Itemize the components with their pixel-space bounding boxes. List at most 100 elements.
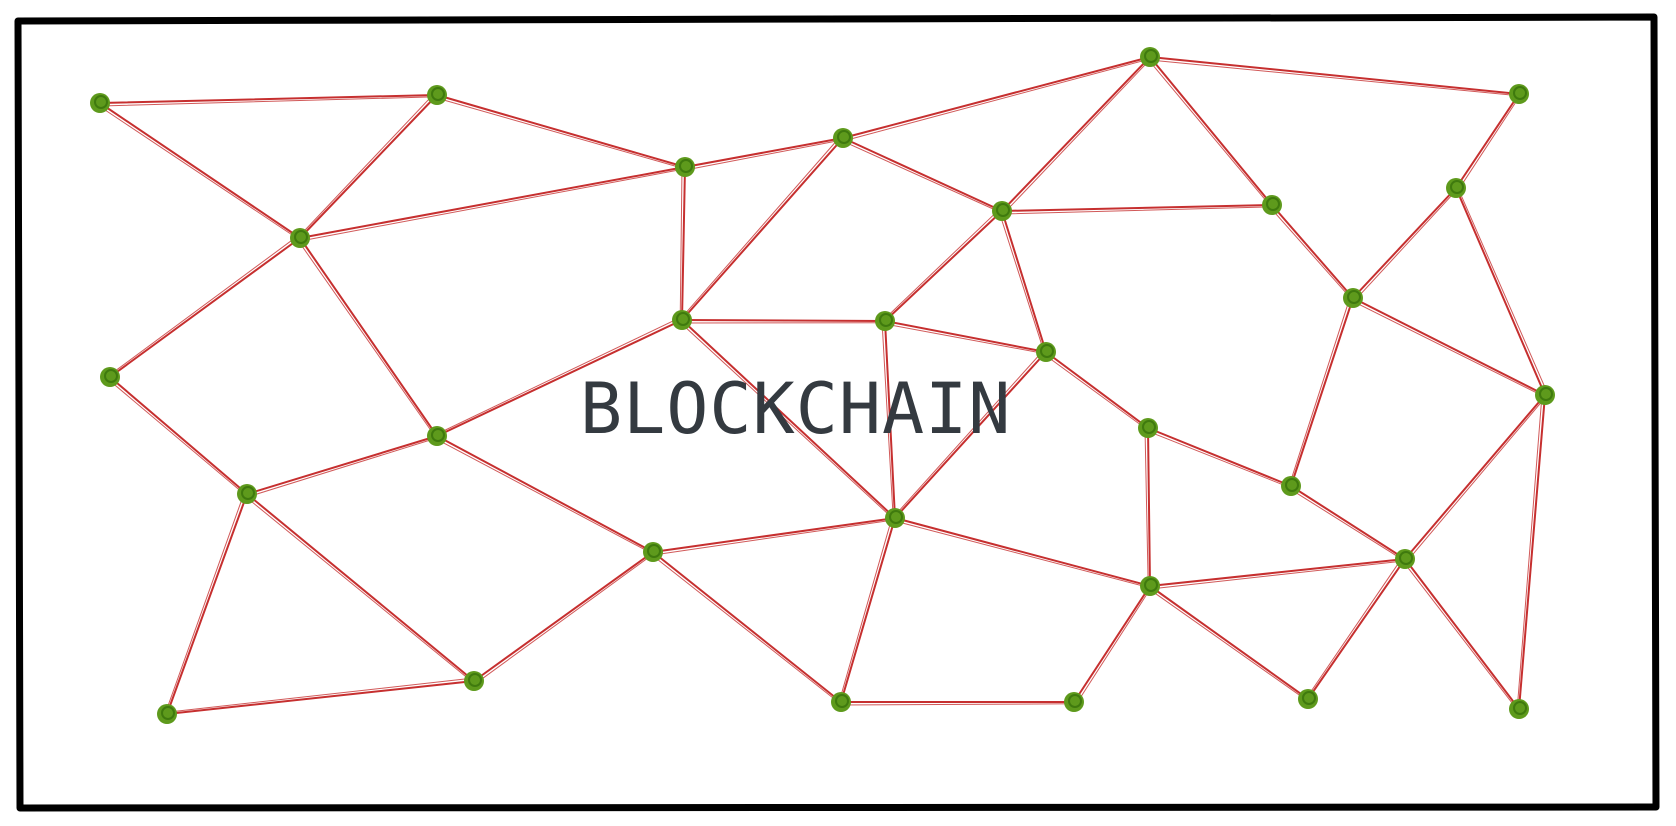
node-n12 — [1140, 47, 1160, 67]
node-ring — [1040, 344, 1054, 358]
edge-stroke-n1-n3 — [97, 104, 300, 240]
node-n28 — [1509, 84, 1529, 104]
edge-stroke-n13-n16 — [435, 438, 653, 555]
edge-n16-n17 — [652, 517, 896, 553]
node-n18 — [831, 692, 851, 712]
node-ring — [1450, 180, 1464, 194]
edge-stroke-n18-n19 — [840, 703, 1075, 706]
edge-n6-n15 — [166, 493, 248, 715]
edge-n9-n21 — [1001, 204, 1273, 212]
edge-n14-n15 — [166, 680, 475, 715]
edge-stroke-n7-n9 — [841, 140, 1002, 214]
edge-stroke-n22-n26 — [1351, 300, 1545, 398]
edge-stroke-n12-n28 — [1149, 59, 1520, 97]
node-ring — [1399, 551, 1413, 565]
node-n14 — [464, 671, 484, 691]
node-n11 — [1036, 342, 1056, 362]
edge-stroke-n9-n10 — [883, 208, 1001, 321]
edge-n13-n16 — [436, 435, 654, 553]
edge-n3-n13 — [299, 237, 438, 437]
edge-n5-n6 — [109, 376, 248, 495]
edge-n22-n27 — [1352, 187, 1457, 299]
edge-n3-n4 — [299, 166, 686, 239]
node-n1 — [90, 93, 110, 113]
node-ring — [1266, 197, 1280, 211]
node-ring — [431, 87, 445, 101]
edge-n27-n28 — [1455, 93, 1520, 189]
edge-stroke-n24-n29 — [1147, 587, 1308, 701]
edge-stroke-n6-n14 — [244, 495, 474, 683]
edge-n20-n23 — [1147, 427, 1292, 487]
edge-stroke-n22-n23 — [1288, 296, 1351, 486]
node-ring — [1513, 701, 1527, 715]
edge-n4-n8 — [681, 166, 686, 321]
node-layer — [90, 47, 1555, 724]
edge-n25-n26 — [1404, 394, 1546, 560]
edge-n4-n7 — [684, 137, 844, 168]
edge-stroke-n21-n22 — [1269, 206, 1353, 300]
edge-n8-n10 — [681, 319, 886, 322]
node-n21 — [1262, 195, 1282, 215]
edge-stroke-n9-n21 — [1001, 206, 1273, 215]
edge-n12-n28 — [1149, 56, 1520, 95]
edge-n1-n3 — [99, 102, 301, 239]
edge-stroke-n7-n12 — [843, 58, 1151, 142]
node-ring — [889, 510, 903, 524]
node-ring — [996, 203, 1010, 217]
edge-n19-n24 — [1073, 585, 1151, 703]
edge-stroke-n8-n13 — [435, 316, 682, 435]
edge-stroke-n20-n23 — [1146, 430, 1291, 489]
edge-n10-n17 — [884, 320, 896, 519]
edge-stroke-n4-n7 — [685, 139, 844, 171]
node-ring — [431, 428, 445, 442]
edge-stroke-n17-n18 — [838, 516, 893, 702]
node-ring — [679, 159, 693, 173]
node-ring — [1285, 478, 1299, 492]
diagram-title: BLOCKCHAIN — [580, 368, 1011, 450]
node-ring — [94, 95, 108, 109]
edge-n20-n24 — [1147, 427, 1151, 587]
edge-stroke-n25-n29 — [1306, 556, 1404, 699]
edge-n9-n10 — [884, 210, 1003, 322]
edge-stroke-n25-n30 — [1402, 560, 1519, 711]
node-ring — [1144, 578, 1158, 592]
edge-stroke-n9-n12 — [1003, 57, 1152, 214]
edge-stroke-n12-n21 — [1147, 58, 1272, 207]
edge-n3-n5 — [109, 237, 301, 378]
edge-stroke-n8-n17 — [679, 321, 895, 520]
node-ring — [1539, 387, 1553, 401]
edge-layer — [97, 56, 1549, 715]
node-ring — [104, 369, 118, 383]
edge-stroke-n19-n24 — [1076, 586, 1153, 705]
edge-stroke-n24-n25 — [1149, 560, 1406, 590]
node-ring — [1302, 691, 1316, 705]
edge-stroke-n11-n17 — [893, 349, 1045, 518]
node-n7 — [833, 128, 853, 148]
edge-stroke-n14-n15 — [166, 677, 475, 713]
node-n8 — [672, 310, 692, 330]
edge-n24-n25 — [1149, 558, 1406, 587]
node-n25 — [1395, 549, 1415, 569]
diagram-frame — [14, 13, 1660, 812]
edge-n23-n25 — [1290, 485, 1406, 560]
edge-n25-n30 — [1404, 558, 1520, 710]
edge-stroke-n25-n26 — [1406, 395, 1547, 562]
edge-stroke-n27-n28 — [1457, 94, 1521, 191]
edge-n16-n18 — [652, 551, 842, 703]
node-n22 — [1343, 288, 1363, 308]
node-n24 — [1140, 576, 1160, 596]
node-ring — [1144, 49, 1158, 63]
node-n9 — [992, 201, 1012, 221]
node-ring — [468, 673, 482, 687]
node-ring — [835, 694, 849, 708]
edge-n12-n21 — [1149, 56, 1273, 206]
edge-n8-n17 — [681, 319, 896, 519]
edge-n1-n2 — [99, 94, 438, 104]
edge-stroke-n16-n18 — [650, 553, 841, 704]
node-n27 — [1446, 178, 1466, 198]
node-ring — [241, 486, 255, 500]
node-n10 — [875, 311, 895, 331]
edge-stroke-n20-n24 — [1144, 427, 1149, 587]
edge-n7-n12 — [842, 56, 1151, 139]
edge-stroke-n6-n15 — [164, 492, 245, 714]
